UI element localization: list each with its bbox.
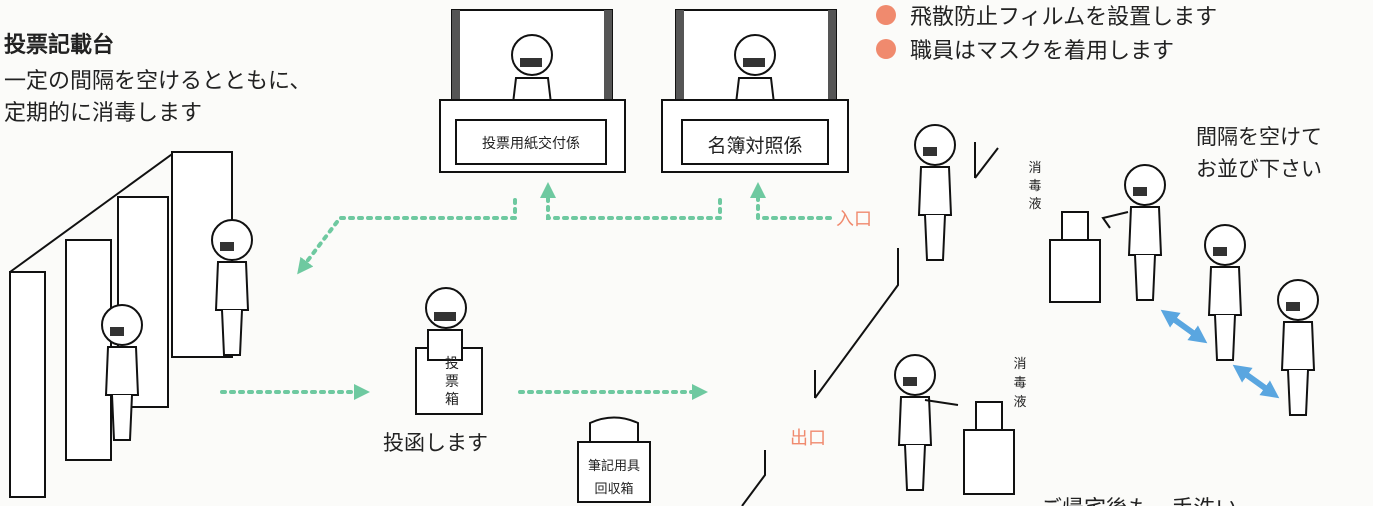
- entrance-label: 入口: [836, 209, 872, 230]
- booth-left: 投票用紙交付係: [439, 9, 626, 173]
- queue-person-3: [1277, 279, 1319, 416]
- ballot-box-char-3: 箱: [445, 392, 459, 408]
- sanitizer-bottom: 消 毒 液: [963, 357, 1027, 495]
- bottom-note: ご帰宅後も、手洗い: [1040, 497, 1237, 506]
- booth-right: 名簿対照係: [661, 9, 849, 173]
- entrance-wall: [741, 142, 999, 506]
- distance-arrow-2: [1232, 364, 1280, 399]
- page-title: 投票記載台: [4, 32, 114, 58]
- ballot-box-char-2: 票: [445, 374, 459, 390]
- pen-box-line-2: 回収箱: [594, 481, 633, 497]
- svg-text:毒: 毒: [1013, 376, 1026, 391]
- queue-person-1: [1124, 164, 1166, 301]
- booth-left-label: 投票用紙交付係: [482, 135, 580, 152]
- exit-label: 出口: [790, 428, 826, 449]
- svg-text:液: 液: [1013, 395, 1026, 410]
- distance-arrow-1: [1160, 309, 1208, 344]
- desc-line-2: 定期的に消毒します: [4, 101, 202, 126]
- staff-entrance: [914, 124, 956, 261]
- queue-person-2: [1204, 224, 1246, 361]
- staff-exit: [894, 354, 936, 491]
- desc-line-1: 一定の間隔を空けるとともに、: [4, 69, 311, 94]
- ballot-box-char-1: 投: [445, 356, 459, 372]
- deposit-text: 投函します: [383, 431, 488, 455]
- booth-right-label: 名簿対照係: [707, 135, 802, 157]
- svg-text:液: 液: [1028, 197, 1041, 212]
- queue-note-line-2: お並び下さい: [1196, 157, 1322, 181]
- bullet-text-1: 飛散防止フィルムを設置します: [910, 5, 1217, 30]
- flow-arrows: [220, 182, 832, 400]
- pen-collection-box: 筆記用具 回収箱: [577, 416, 651, 503]
- ballot-box: 投 票 箱: [415, 287, 483, 415]
- queue-note-line-1: 間隔を空けて: [1196, 125, 1322, 149]
- svg-text:消: 消: [1013, 357, 1026, 372]
- bullet-dot-1: [876, 5, 896, 25]
- svg-text:毒: 毒: [1028, 179, 1041, 194]
- bullet-text-2: 職員はマスクを着用します: [910, 39, 1174, 64]
- svg-text:消: 消: [1028, 161, 1041, 176]
- voting-booths: [9, 151, 253, 498]
- bullet-dot-2: [876, 39, 896, 59]
- sanitizer-top: 消 毒 液: [1028, 161, 1101, 303]
- pen-box-line-1: 筆記用具: [588, 458, 640, 474]
